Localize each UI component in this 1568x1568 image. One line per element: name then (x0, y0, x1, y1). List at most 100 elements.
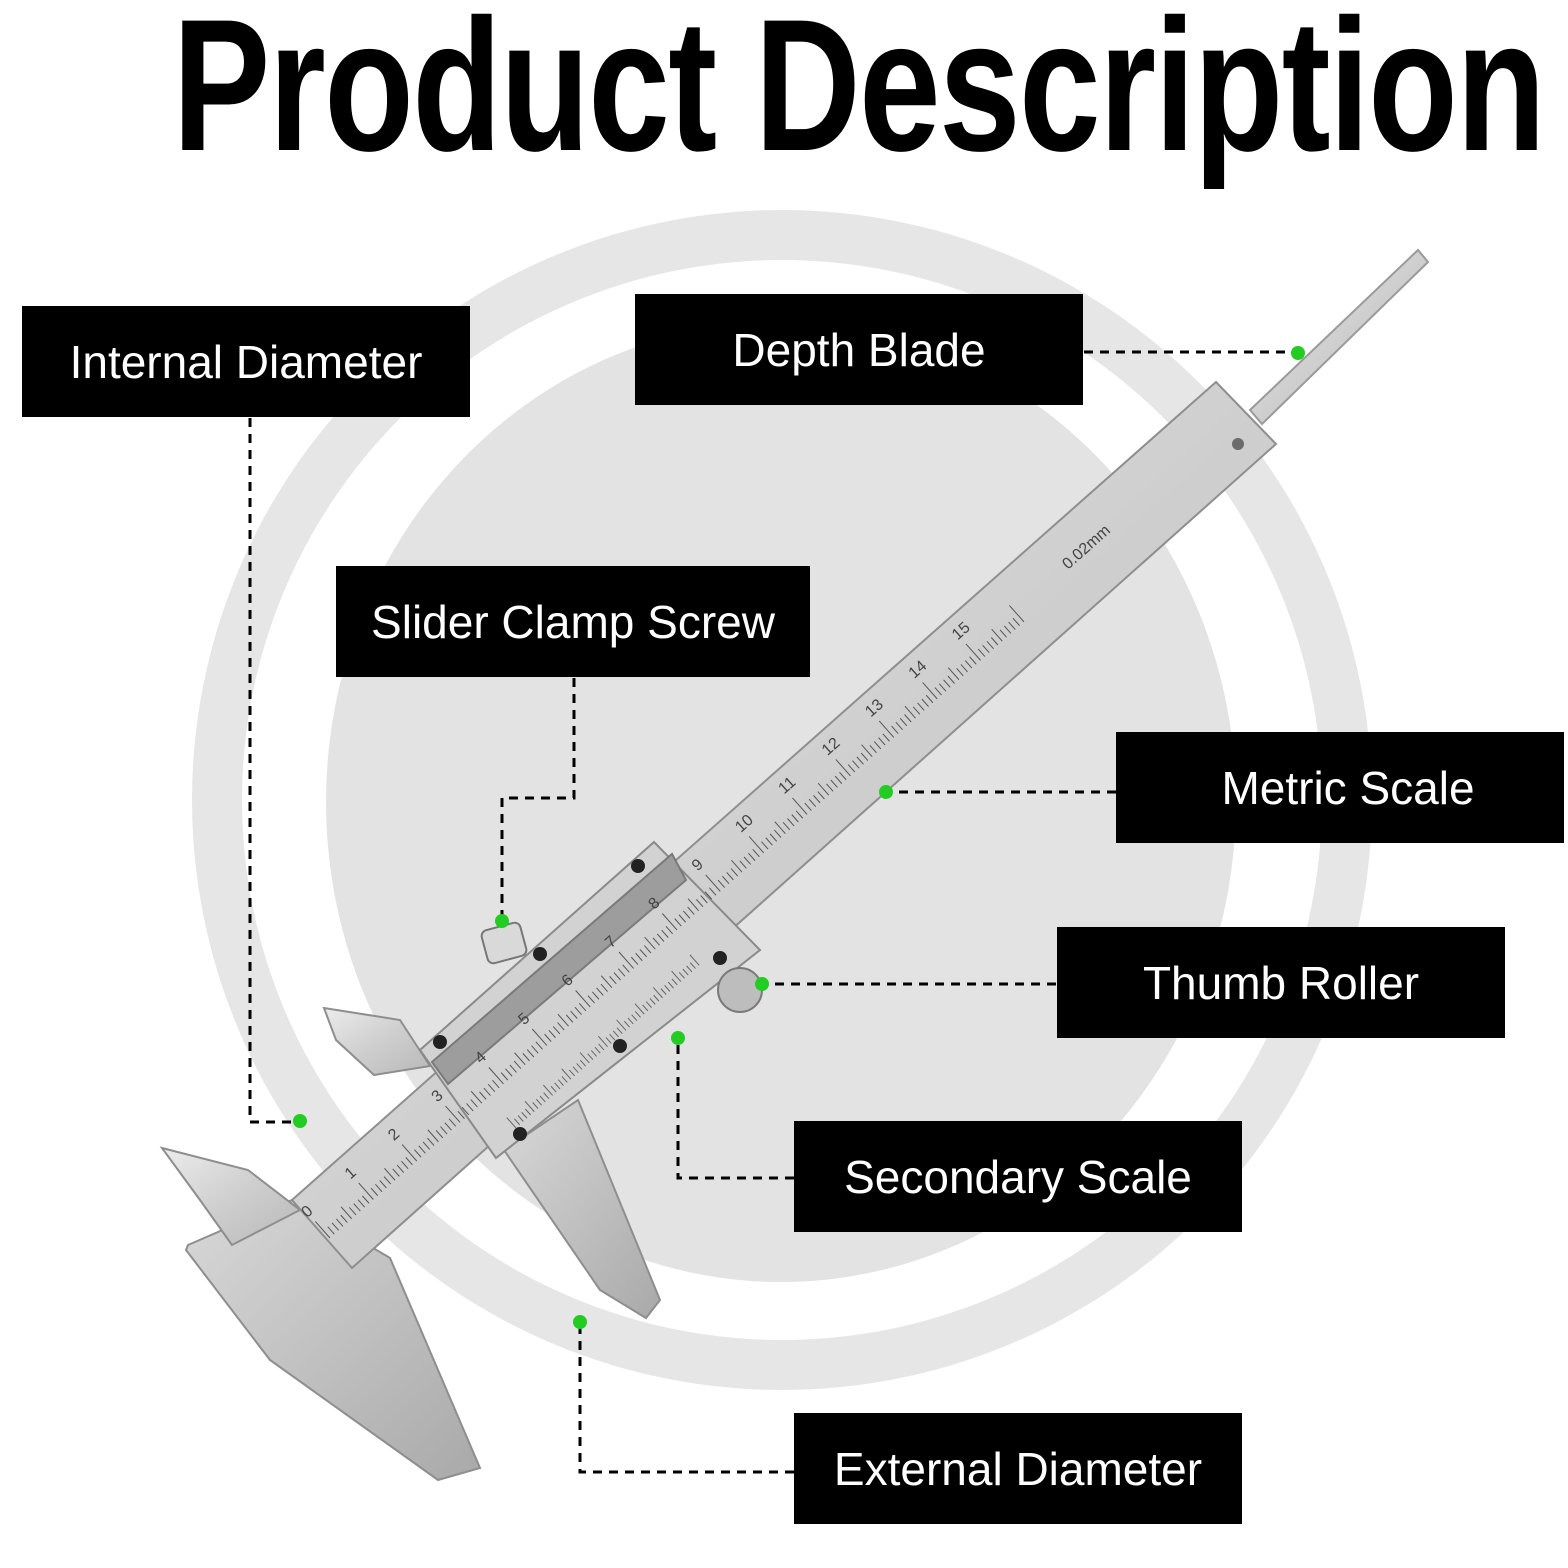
scale-tick (804, 802, 812, 811)
scale-tick (873, 741, 882, 750)
vernier-tick (660, 988, 667, 995)
scale-tick (943, 679, 951, 688)
vernier-tick (598, 1043, 605, 1051)
scale-tick (600, 983, 608, 992)
vernier-tick (539, 1095, 546, 1103)
depth-blade-label: Depth Blade (635, 294, 1083, 405)
scale-tick (678, 914, 687, 923)
vernier-tick (653, 994, 660, 1002)
scale-tick (427, 1137, 435, 1146)
vernier-tick (506, 1117, 517, 1129)
scale-tick (331, 1222, 340, 1231)
scale-tick (445, 1105, 461, 1123)
scale-tick (587, 995, 595, 1004)
vernier-tick (543, 1092, 550, 1100)
scale-tick (600, 975, 613, 989)
depth-blade-shape (1248, 248, 1430, 426)
scale-tick (817, 782, 830, 796)
scale-tick (440, 1126, 448, 1135)
scale-tick (921, 698, 929, 707)
scale-tick (774, 821, 786, 835)
scale-tick (622, 964, 630, 973)
scale-tick (479, 1091, 487, 1100)
vernier-tick (671, 978, 678, 986)
scale-tick (370, 1187, 379, 1196)
vernier-tick (579, 1052, 590, 1064)
vernier-tick (678, 972, 685, 979)
scale-tick (769, 833, 778, 842)
vernier-tick (616, 1027, 623, 1034)
scale-tick (375, 1183, 383, 1193)
scale-tick (813, 795, 821, 804)
scale-tick (509, 1064, 517, 1073)
scale-tick (635, 952, 643, 962)
scale-tick (656, 933, 665, 942)
scale-tick (899, 718, 908, 727)
scale-tick (956, 667, 964, 677)
scale-tick (739, 860, 747, 869)
scale-tick (492, 1080, 500, 1089)
marker-dot (573, 1315, 587, 1329)
scale-tick (761, 841, 769, 850)
vernier-tick (587, 1053, 594, 1061)
vernier-tick (671, 970, 682, 982)
scale-tick (470, 1099, 478, 1108)
scale-tick (661, 913, 678, 931)
vernier-tick (524, 1108, 532, 1116)
vernier-tick (554, 1082, 561, 1090)
scale-tick (704, 891, 713, 900)
leader-external-diameter (578, 1322, 794, 1474)
vernier-tick (652, 987, 663, 999)
scale-tick (661, 929, 669, 938)
scale-tick (878, 737, 886, 746)
scale-tick (514, 1052, 526, 1066)
vernier-tick (689, 954, 700, 966)
scale-tick (960, 664, 968, 673)
scale-tick (644, 936, 656, 950)
scale-tick (687, 906, 695, 915)
scale-tick (427, 1129, 439, 1143)
scale-tick (982, 644, 990, 654)
vernier-tick (642, 1004, 649, 1012)
vernier-tick (686, 965, 693, 973)
scale-tick (353, 1203, 361, 1212)
scale-tick (487, 1083, 496, 1093)
scale-tick (847, 764, 856, 773)
scale-tick (315, 1221, 331, 1239)
scale-tick (922, 682, 938, 700)
scale-tick (934, 687, 942, 696)
scale-tick (990, 637, 999, 646)
vernier-tick (616, 1019, 627, 1031)
scale-tick (578, 1002, 587, 1012)
scale-tick (991, 628, 1003, 642)
scale-tick (384, 1167, 396, 1181)
slider-jaw-lower (502, 1098, 662, 1320)
scale-tick (639, 949, 647, 958)
scale-tick (379, 1180, 387, 1189)
vernier-tick (579, 1059, 586, 1067)
scale-tick (466, 1103, 474, 1112)
vernier-tick (664, 985, 671, 992)
scale-tick (891, 725, 899, 734)
scale-tick (765, 837, 773, 846)
page-title: Product Description (172, 0, 1545, 190)
scale-tick (1008, 621, 1016, 630)
scale-tick (904, 705, 916, 719)
scale-tick (717, 879, 726, 888)
scale-tick (500, 1072, 509, 1081)
vernier-tick (689, 962, 696, 969)
vernier-tick (645, 1001, 652, 1008)
thumb-roller-wheel (717, 967, 763, 1013)
vernier-tick (594, 1046, 601, 1054)
scale-tick (705, 874, 721, 892)
scale-tick (535, 1041, 543, 1050)
scale-tick (340, 1214, 348, 1223)
scale-tick (414, 1149, 422, 1158)
leader-slider-clamp (500, 678, 576, 920)
scale-tick (795, 810, 804, 819)
scale-tick (917, 702, 925, 711)
scale-tick (977, 648, 986, 657)
scale-tick (830, 779, 838, 788)
secondary-scale-label: Secondary Scale (794, 1121, 1242, 1232)
